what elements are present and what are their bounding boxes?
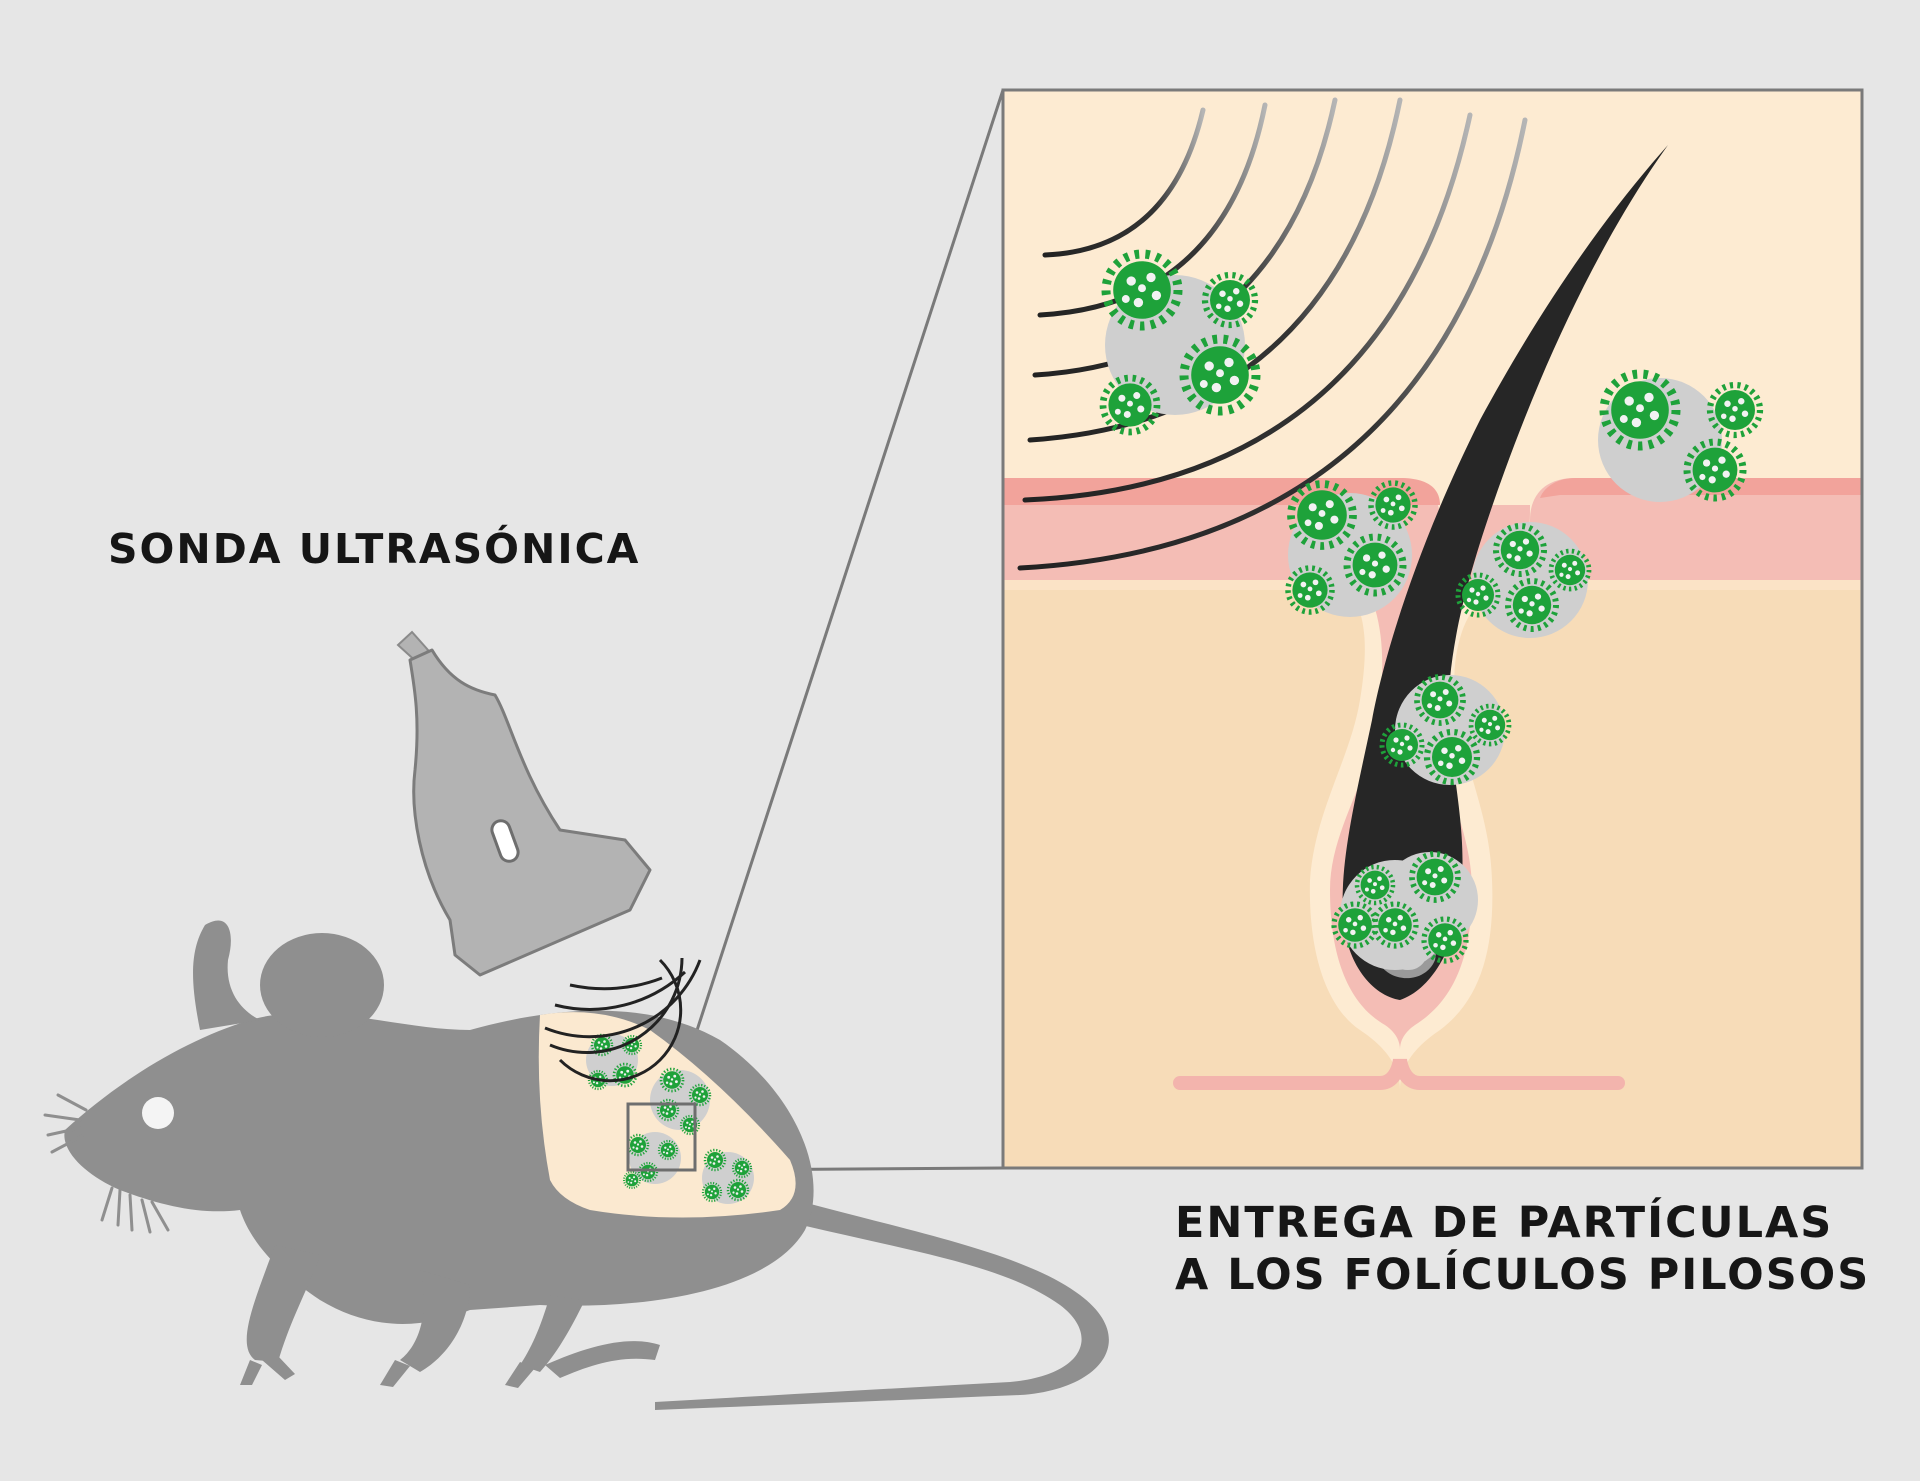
- skin-zoom-inset: [1001, 88, 1864, 1170]
- delivery-label: ENTREGA DE PARTÍCULAS A LOS FOLÍCULOS PI…: [1175, 1198, 1870, 1301]
- delivery-label-line-1: ENTREGA DE PARTÍCULAS: [1175, 1198, 1834, 1248]
- particle-cluster: [1458, 522, 1589, 638]
- ultrasound-probe-icon: [396, 630, 652, 977]
- ultrasound-waves-icon: [544, 957, 702, 1083]
- probe-label: SONDA ULTRASÓNICA: [108, 525, 641, 573]
- particle-cluster: [1103, 254, 1256, 432]
- mouse-eye: [142, 1097, 174, 1129]
- particle-cluster: [1288, 483, 1415, 617]
- skin-patch: [538, 1012, 796, 1218]
- whiskers: [43, 1093, 170, 1234]
- particle-cluster: [1334, 852, 1478, 970]
- particle-cluster: [1382, 675, 1509, 785]
- ultrasound-waves-inset: [1017, 97, 1528, 571]
- zoom-connector-lines: [671, 89, 1005, 1172]
- delivery-label-line-2: A LOS FOLÍCULOS PILOSOS: [1175, 1249, 1871, 1300]
- particle-cluster: [1598, 374, 1760, 502]
